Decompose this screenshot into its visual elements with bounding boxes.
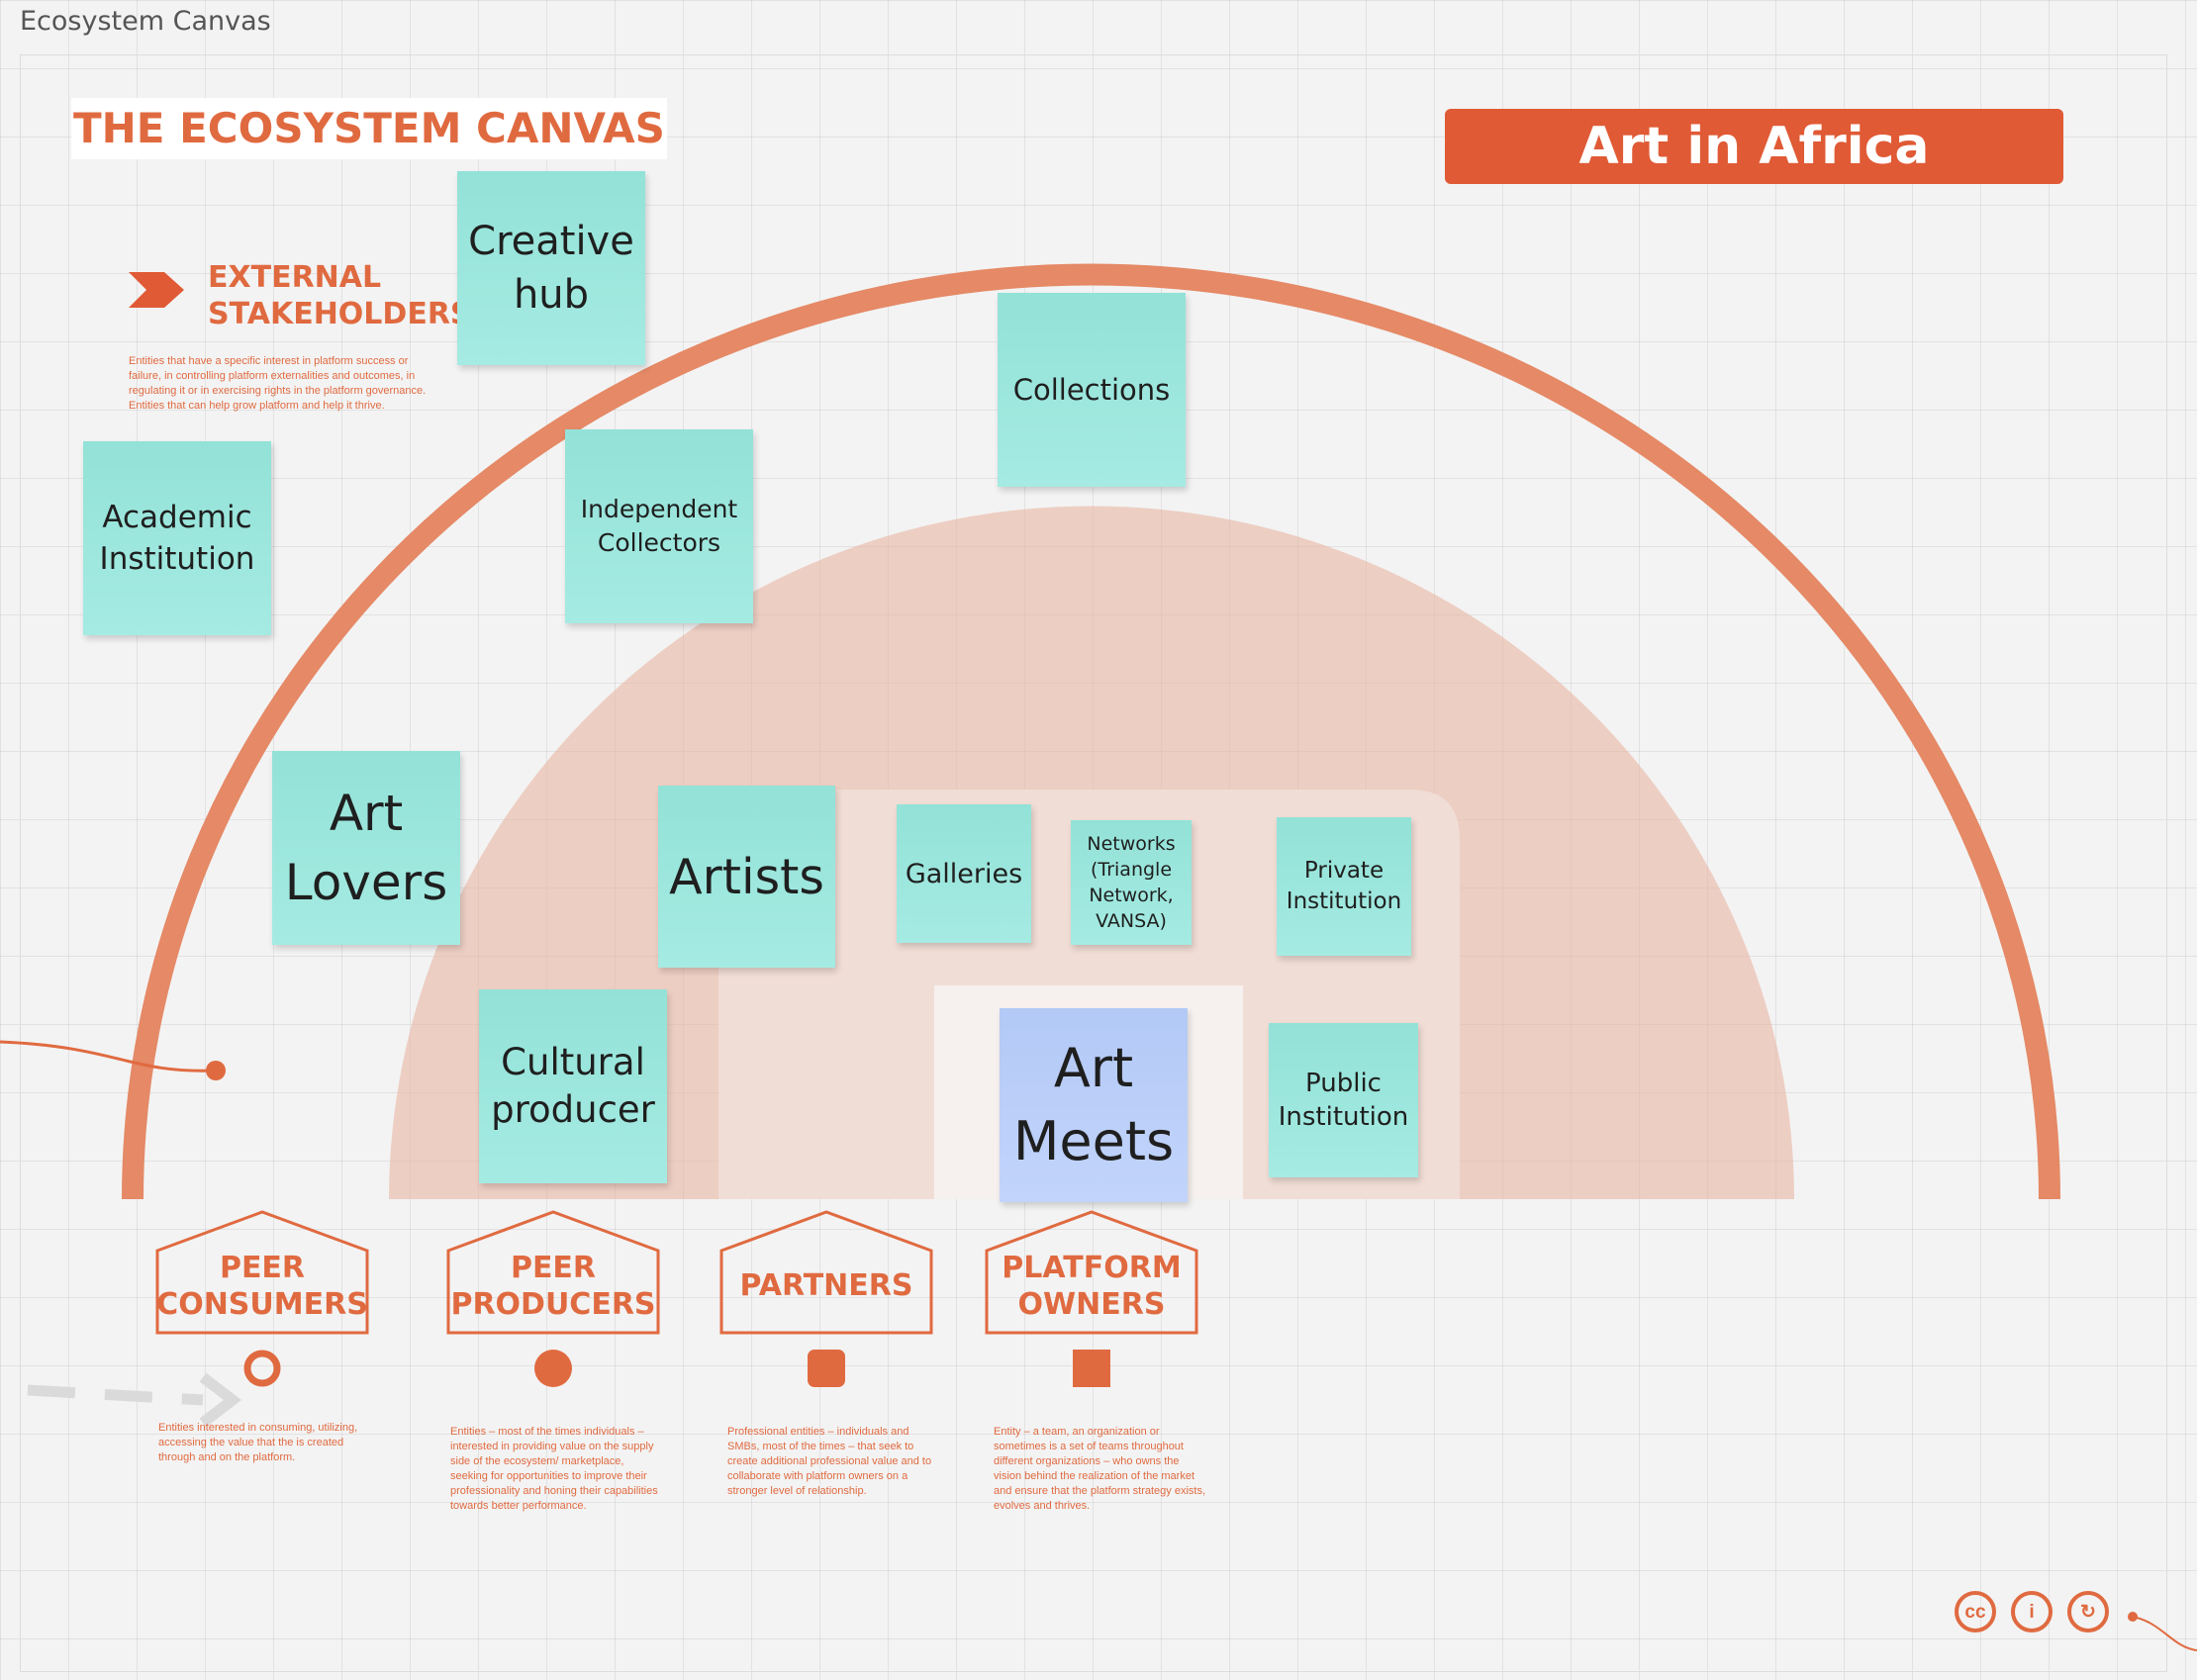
group-label-line2: CONSUMERS [156,1287,368,1322]
filled-circle-icon [534,1350,572,1387]
connector-line [0,1040,217,1073]
sticky-art-meets[interactable]: Art Meets [1000,1008,1188,1202]
external-heading-line2: STAKEHOLDERS [208,297,472,331]
group-label-line1: PARTNERS [739,1268,913,1303]
ring-icon [243,1350,281,1387]
sticky-artists[interactable]: Artists [658,786,835,968]
sticky-collections[interactable]: Collections [998,293,1186,487]
frame-title: Ecosystem Canvas [20,6,271,37]
canvas-frame [20,54,2167,1672]
house-outline-icon [155,1210,369,1335]
sticky-private-institution[interactable]: Private Institution [1277,817,1411,956]
square-icon [1073,1350,1110,1387]
group-label-line2: OWNERS [1017,1287,1166,1322]
house-outline-icon [446,1210,660,1335]
outer-arc [122,263,2060,1200]
license-connector [2132,1616,2197,1651]
group-label-line1: PEER [510,1251,597,1285]
group-description: Entities – most of the times individuals… [450,1426,658,1512]
group-platform-owners: PLATFORM OWNERS [984,1209,1199,1336]
sticky-creative-hub[interactable]: Creative hub [457,171,645,365]
sticky-art-lovers[interactable]: Art Lovers [272,751,460,945]
group-description: Entities interested in consuming, utiliz… [158,1422,358,1463]
license-connector-dot [2128,1612,2138,1622]
dashed-arrow-head [199,1372,242,1428]
canvas-title: THE ECOSYSTEM CANVAS [71,98,667,159]
group-peer-producers: PEER PRODUCERS [445,1209,661,1336]
sticky-independent-collectors[interactable]: Independent Collectors [565,429,753,623]
sticky-cultural-producer[interactable]: Cultural producer [479,989,667,1183]
project-banner[interactable]: Art in Africa [1445,109,2063,184]
group-label-line1: PEER [219,1251,306,1285]
group-label-line1: PLATFORM [1002,1251,1182,1285]
sticky-galleries[interactable]: Galleries [897,804,1031,943]
chevron-right-icon [129,272,184,308]
connector-dot [206,1061,226,1080]
rounded-square-icon [808,1350,845,1387]
sticky-networks[interactable]: Networks (Triangle Network, VANSA) [1071,820,1192,945]
group-description: Professional entities – individuals and … [727,1426,932,1497]
external-heading-line1: EXTERNAL [208,260,382,295]
house-outline-icon [985,1210,1198,1335]
sticky-academic-institution[interactable]: Academic Institution [83,441,271,635]
group-partners: PARTNERS [718,1209,934,1336]
cc-icon: cc [1955,1591,1996,1633]
group-description: Entity – a team, an organization or some… [994,1426,1206,1512]
house-outline-icon [719,1210,933,1335]
share-alike-icon: ↻ [2067,1591,2109,1633]
dashed-arrow [27,1384,204,1406]
external-stakeholders-description: Entities that have a specific interest i… [129,355,427,412]
group-peer-consumers: PEER CONSUMERS [154,1209,370,1336]
group-label-line2: PRODUCERS [450,1287,656,1322]
attribution-icon: i [2011,1591,2053,1633]
external-stakeholders-heading: EXTERNAL STAKEHOLDERS [208,259,472,332]
sticky-public-institution[interactable]: Public Institution [1269,1023,1418,1177]
